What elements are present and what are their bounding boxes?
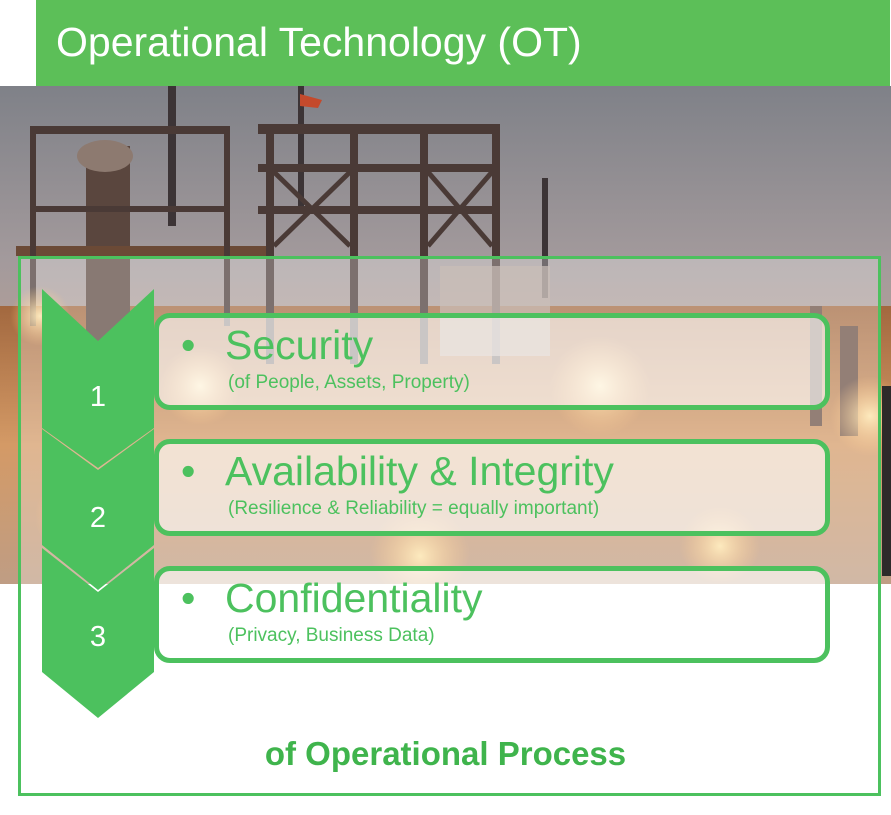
step-number-3: 3 [89,621,107,653]
item-subtitle: (of People, Assets, Property) [228,372,470,393]
item-heading: • Confidentiality [181,574,483,622]
bullet-icon: • [181,322,196,368]
item-subtitle: (Privacy, Business Data) [228,625,435,646]
item-availability-integrity: • Availability & Integrity (Resilience & … [154,439,830,536]
item-heading-text: Security [225,322,374,368]
item-confidentiality: • Confidentiality (Privacy, Business Data… [154,566,830,663]
item-security: • Security (of People, Assets, Property) [154,313,830,410]
step-number-1: 1 [89,381,107,413]
item-heading-text: Availability & Integrity [225,448,614,494]
page-title: Operational Technology (OT) [56,19,582,65]
title-banner: Operational Technology (OT) [36,0,890,86]
bullet-icon: • [181,575,196,621]
chevron-2 [42,429,154,590]
bullet-icon: • [181,448,196,494]
item-subtitle: (Resilience & Reliability = equally impo… [228,498,600,519]
item-heading: • Security [181,321,373,369]
content-frame [18,256,881,796]
chevron-3 [42,548,154,718]
footer-caption: of Operational Process [264,735,627,772]
item-heading-text: Confidentiality [225,575,483,621]
step-number-2: 2 [89,502,107,534]
item-heading: • Availability & Integrity [181,447,614,495]
chevron-1 [42,289,154,468]
